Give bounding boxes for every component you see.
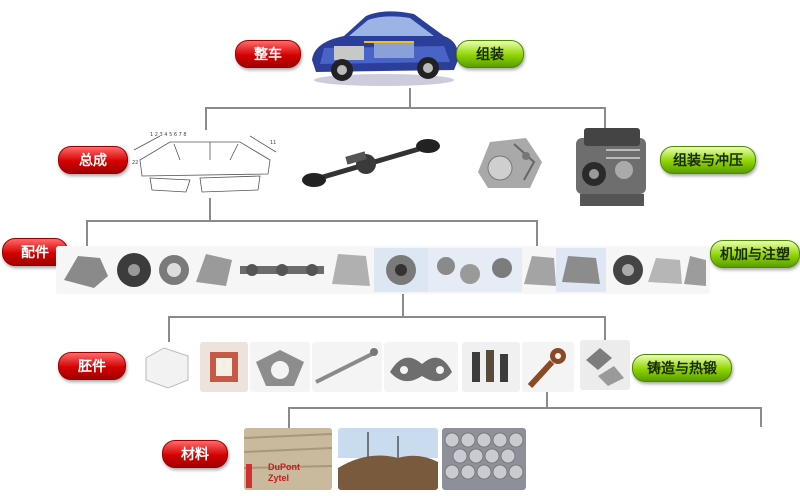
material-plastic-bags: DuPont Zytel [244,428,332,490]
materials-level-label: 材料 [162,440,228,468]
connector-assembly-left [205,107,207,133]
connector-parts-bar [86,220,538,222]
connector-materials-right [760,407,762,427]
material-ore-pile [338,428,438,490]
axle-assembly-image [296,130,446,196]
blank-bolts [462,342,520,392]
blank-link-plate [384,342,458,392]
connector-parts-down [402,292,404,316]
svg-text:22: 22 [132,160,138,166]
connector-assembly-right [604,107,606,129]
connector-blanks-down [546,390,548,408]
body-in-white-drawing: 1 2 3 4 5 6 7 8 22 11 [130,130,280,198]
connector-blanks-right [604,316,606,340]
vehicle-process-label: 组装 [456,40,524,68]
vehicle-level-label: 整车 [235,40,301,68]
assembly-level-label: 总成 [58,146,128,174]
connector-materials-bar [288,407,762,409]
engine-image [566,120,660,212]
connector-blanks-left [168,316,170,342]
blanks-level-label: 胚件 [58,352,126,380]
material-steel-bars [442,428,526,490]
connector-parts-right [536,220,538,250]
connector-assembly-bar [205,107,605,109]
assembly-process-label: 组装与冲压 [660,146,756,174]
parts-process-label: 机加与注塑 [710,240,800,268]
connector-assembly-down [209,196,211,220]
connector-blanks-bar [168,316,606,318]
svg-text:1 2 3 4 5 6 7 8: 1 2 3 4 5 6 7 8 [150,132,187,138]
blank-connector-housing [200,342,248,392]
connector-car-down [409,88,411,108]
blanks-process-label: 铸造与热锻 [632,354,732,382]
connector-materials-left [288,407,290,429]
blank-cast-parts [580,340,630,390]
car-cutaway-image [304,2,464,88]
blank-rod [312,342,382,392]
blank-forged-eye-bolt [522,342,574,392]
transmission-image [470,132,550,194]
blank-plastic-housing [138,342,196,392]
svg-text:11: 11 [270,140,276,146]
material-bag-brand: DuPont [268,462,300,472]
parts-strip [56,246,710,294]
blank-gasket [250,342,310,392]
connector-parts-left [86,220,88,250]
material-bag-product: Zytel [268,473,290,483]
